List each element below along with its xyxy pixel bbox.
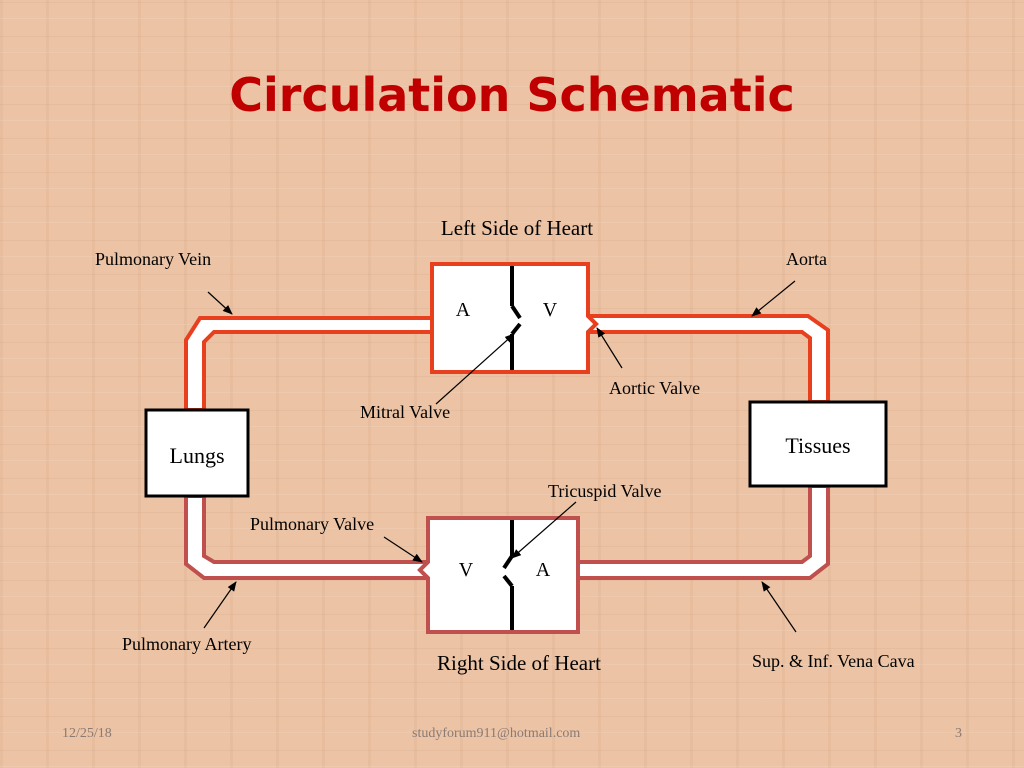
lungs-node: Lungs <box>144 408 250 498</box>
tricuspid-valve-label: Tricuspid Valve <box>548 481 662 501</box>
left-ventricle-label: V <box>543 299 558 321</box>
leader-arrows <box>203 280 797 633</box>
left-heart-box <box>430 262 599 374</box>
tissues-node: Tissues <box>748 400 888 488</box>
pulmonary-vein-label: Pulmonary Vein <box>95 249 211 269</box>
vena-cava-label: Sup. & Inf. Vena Cava <box>752 651 915 671</box>
pulmonary-valve-arrow <box>383 536 423 563</box>
lungs-label: Lungs <box>170 443 225 468</box>
tricuspid-valve-leaflet <box>502 554 514 570</box>
pulmonary-valve-label: Pulmonary Valve <box>250 514 374 534</box>
footer-date: 12/25/18 <box>62 726 112 741</box>
right-ventricle-label: V <box>459 559 474 581</box>
footer-email: studyforum911@hotmail.com <box>412 726 581 741</box>
mitral-valve-leaflet-lower <box>510 322 522 336</box>
right-atrium-label: A <box>536 559 551 581</box>
pulmonary-vein-arrow <box>207 291 233 315</box>
left-side-heading: Left Side of Heart <box>441 216 593 240</box>
right-heart-box <box>417 516 580 634</box>
pulmonary-artery-vessel <box>184 494 433 580</box>
pulmonary-artery-arrow <box>203 581 237 629</box>
right-heart: V A <box>417 516 580 634</box>
mitral-valve-arrow <box>435 333 515 405</box>
aortic-valve-arrow <box>596 327 623 369</box>
tissues-label: Tissues <box>785 433 850 458</box>
aorta-arrow <box>751 280 796 317</box>
aorta-label: Aorta <box>786 249 827 269</box>
page-number: 3 <box>955 726 962 741</box>
lungs-box <box>144 408 250 498</box>
right-side-heading: Right Side of Heart <box>437 651 601 675</box>
pulmonary-artery-label: Pulmonary Artery <box>122 634 251 654</box>
mitral-valve-leaflet <box>510 304 522 320</box>
slide-title: Circulation Schematic <box>229 68 795 122</box>
left-atrium-label: A <box>456 299 471 321</box>
pulmonary-vein-vessel <box>184 316 434 412</box>
left-heart: A V <box>430 262 599 374</box>
tricuspid-valve-arrow <box>511 501 577 559</box>
tricuspid-valve-leaflet-lower <box>502 574 514 588</box>
vena-cava-arrow <box>761 581 797 633</box>
aortic-valve-label: Aortic Valve <box>609 378 700 398</box>
tissues-box <box>748 400 888 488</box>
mitral-valve-label: Mitral Valve <box>360 402 450 422</box>
